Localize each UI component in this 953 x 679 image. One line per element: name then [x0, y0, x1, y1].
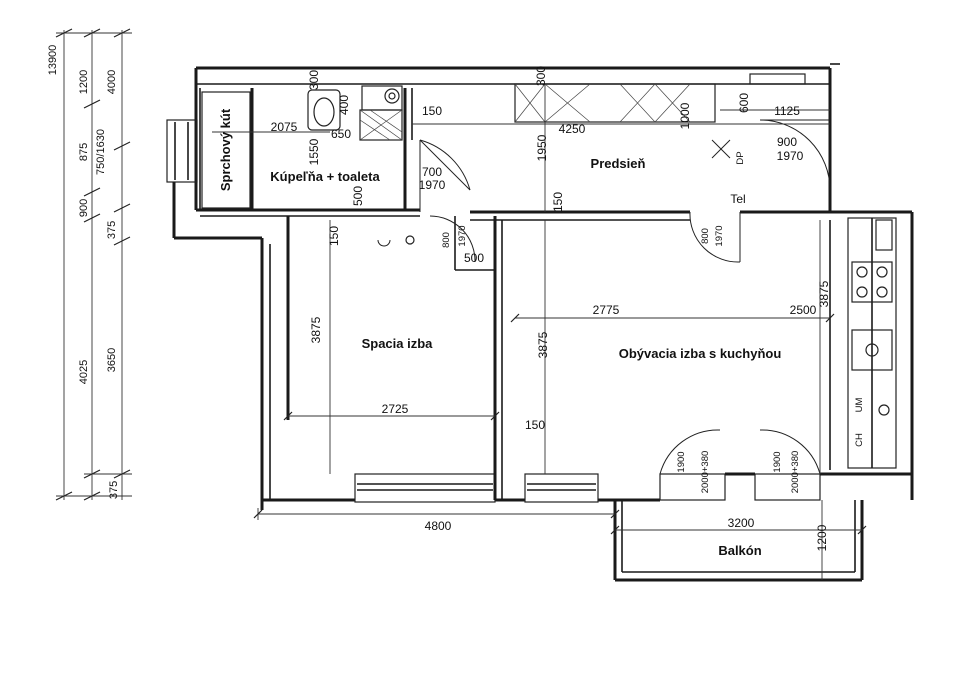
dim-1125: 1125	[774, 104, 800, 118]
dim-window-1900-b: 1900	[772, 451, 783, 472]
dp-label: DP	[735, 151, 746, 164]
dim-door-1970-living: 1970	[714, 225, 725, 246]
dim-500-wc: 500	[464, 251, 484, 265]
ch-label: CH	[854, 433, 865, 447]
room-label-shower: Sprchový kút	[218, 108, 233, 191]
kitchen-unit: UM CH	[847, 217, 897, 469]
left-dimension-chain: 13900 4025 1200 875 900 375 4000 750/163…	[47, 28, 132, 501]
room-label-balcony: Balkón	[718, 543, 761, 558]
dim-3875-side: 3875	[817, 280, 831, 307]
dim-door-800-living: 800	[700, 228, 711, 244]
interior-dimension-lines	[212, 84, 867, 580]
dim-2075: 2075	[271, 120, 298, 134]
dim-window-2000-b: 2000+380	[790, 451, 801, 494]
dim-4800: 4800	[425, 519, 452, 533]
dim-1550: 1550	[307, 138, 321, 165]
dim-window-2000-a: 2000+380	[700, 451, 711, 494]
dim-window-1900-a: 1900	[676, 451, 687, 472]
dim-left-1200: 1200	[78, 70, 90, 94]
door-swings	[377, 119, 831, 475]
dim-door-1970-bed: 1970	[457, 225, 468, 246]
room-labels: Sprchový kút Kúpeľňa + toaleta Predsieň …	[218, 108, 781, 558]
dim-left-375-bottom: 375	[108, 481, 120, 499]
room-label-bathroom: Kúpeľňa + toaleta	[270, 169, 380, 184]
dim-1950: 1950	[535, 134, 549, 161]
dim-3200: 3200	[728, 516, 755, 530]
dim-total-height: 13900	[47, 45, 59, 76]
dim-150-bed: 150	[327, 226, 341, 246]
dim-left-4000: 4000	[106, 70, 118, 94]
dim-left-375: 375	[106, 221, 118, 239]
dim-left-750-1630: 750/1630	[95, 129, 107, 175]
dim-door-900: 900	[777, 135, 797, 149]
exterior-walls	[166, 63, 914, 582]
kitchen-sink-icon	[851, 329, 893, 371]
dim-door-1970-bath: 1970	[419, 178, 446, 192]
dim-650: 650	[331, 127, 351, 141]
dim-150-top: 150	[422, 104, 442, 118]
dim-1200-balcony: 1200	[815, 524, 829, 551]
dim-500-bath: 500	[351, 186, 365, 206]
dim-3875-bed: 3875	[309, 316, 323, 343]
toilet-icon	[307, 89, 341, 131]
room-label-bedroom: Spacia izba	[362, 336, 434, 351]
dim-left-4025: 4025	[78, 360, 90, 384]
bathroom-fixtures	[201, 85, 403, 209]
dim-door-700: 700	[422, 165, 442, 179]
dim-left-3650: 3650	[106, 348, 118, 372]
tel-label: Tel	[730, 192, 745, 206]
dim-150-living: 150	[525, 418, 545, 432]
dim-300-b: 300	[534, 66, 548, 86]
room-label-hallway: Predsieň	[591, 156, 646, 171]
um-label: UM	[854, 398, 865, 413]
dim-400: 400	[337, 95, 351, 115]
dimension-labels: 300 400 2075 650 150 300 4250 1000 600 1…	[271, 66, 831, 552]
interior-walls	[196, 73, 830, 500]
dim-4250: 4250	[559, 122, 586, 136]
shower-tray-icon	[201, 91, 251, 209]
dim-door-800-bed: 800	[441, 232, 452, 248]
dim-2500: 2500	[790, 303, 817, 317]
dim-1000: 1000	[678, 102, 692, 129]
stove-icon	[851, 261, 893, 303]
dim-150-hall: 150	[551, 192, 565, 212]
washing-machine-icon	[359, 109, 403, 141]
dim-left-900: 900	[78, 199, 90, 217]
dim-3875-living: 3875	[536, 331, 550, 358]
dim-300-a: 300	[307, 70, 321, 90]
dim-2775: 2775	[593, 303, 620, 317]
dim-2725: 2725	[382, 402, 409, 416]
dim-left-875: 875	[78, 143, 90, 161]
dim-600: 600	[737, 93, 751, 113]
dim-door-1970-entrance: 1970	[777, 149, 804, 163]
room-label-living: Obývacia izba s kuchyňou	[619, 346, 782, 361]
